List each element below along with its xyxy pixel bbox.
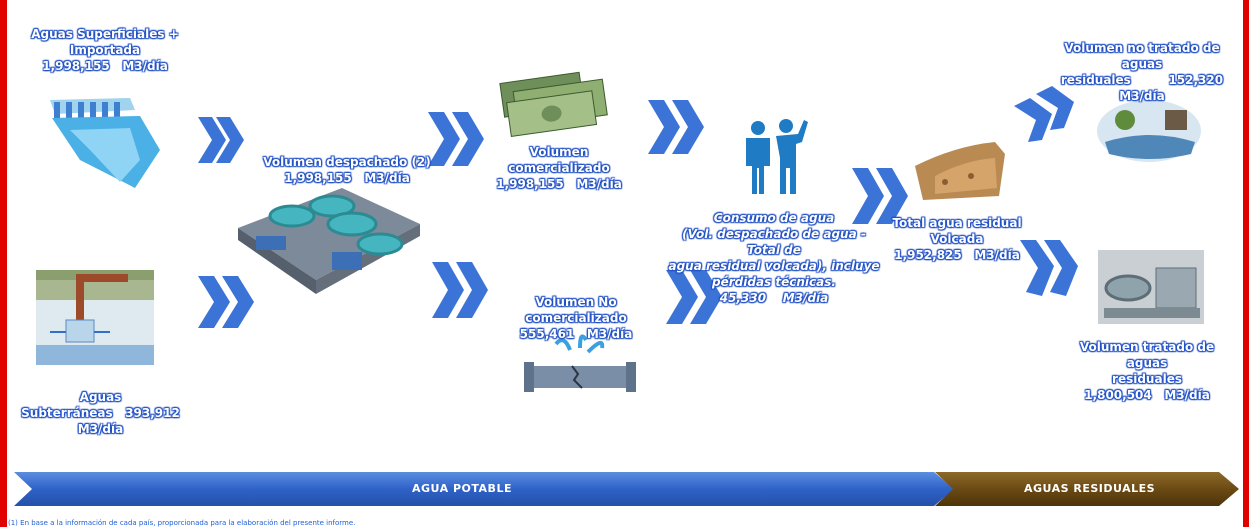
commercialized-value: 1,998,155 xyxy=(496,177,564,191)
broken-pipe-icon xyxy=(524,334,636,392)
dam-icon xyxy=(50,98,160,188)
chevron-arrow-icon xyxy=(666,270,722,324)
wastewater-band xyxy=(935,472,1239,506)
chevron-arrow-icon xyxy=(198,276,254,328)
total-wastewater-value: 1,952,825 xyxy=(894,248,962,262)
dispatched-title: Volumen despachado (2) xyxy=(263,155,431,169)
treated-value: 1,800,504 xyxy=(1084,388,1152,402)
untreated-volume-label: Volumen no tratado de aguas residuales 1… xyxy=(1044,40,1240,104)
untreated-line1: Volumen no tratado de aguas xyxy=(1064,41,1220,71)
commercialized-unit: M3/día xyxy=(576,177,622,191)
total-wastewater-unit: M3/día xyxy=(974,248,1020,262)
money-icon xyxy=(499,71,608,137)
treated-line1: Volumen tratado de aguas xyxy=(1079,340,1215,370)
dispatched-unit: M3/día xyxy=(364,171,410,185)
surface-water-line1: Aguas Superficiales + xyxy=(31,27,179,41)
water-plant-icon xyxy=(238,188,420,294)
chevron-arrow-icon xyxy=(198,117,244,163)
total-wastewater-line2: Volcada xyxy=(930,232,984,246)
total-wastewater-line1: Total agua residual xyxy=(892,216,1022,230)
wastewater-plant-icon xyxy=(1098,250,1204,324)
groundwater-unit: M3/día xyxy=(77,422,124,436)
chevron-arrow-icon xyxy=(1014,86,1074,142)
potable-band-label: AGUA POTABLE xyxy=(412,482,512,495)
water-consumption-label: Consumo de agua (Vol. despachado de agua… xyxy=(668,210,880,306)
groundwater-label: Aguas Subterráneas 393,912 M3/día xyxy=(8,389,193,437)
not-commercialized-unit: M3/día xyxy=(586,327,633,341)
potable-water-band xyxy=(14,472,954,506)
chevron-arrow-icon xyxy=(432,262,488,318)
groundwater-value: 393,912 xyxy=(125,406,180,420)
chevron-arrow-icon xyxy=(648,100,704,154)
consumption-value: 45,330 xyxy=(719,291,767,305)
untreated-unit: M3/día xyxy=(1119,89,1165,103)
chevron-arrow-icon xyxy=(428,112,484,166)
chevron-arrow-icon xyxy=(852,168,908,224)
well-icon xyxy=(36,270,154,365)
commercialized-volume-label: Volumen comercializado 1,998,155 M3/día xyxy=(484,144,634,192)
consumption-line1: (Vol. despachado de agua - Total de xyxy=(682,227,866,257)
dispatched-volume-label: Volumen despachado (2) 1,998,155 M3/día xyxy=(262,154,432,186)
untreated-line2: residuales xyxy=(1060,73,1131,87)
total-wastewater-label: Total agua residual Volcada 1,952,825 M3… xyxy=(892,215,1022,263)
residual-band-label: AGUAS RESIDUALES xyxy=(1024,482,1156,495)
treated-unit: M3/día xyxy=(1164,388,1210,402)
wastewater-sludge-icon xyxy=(915,142,1005,200)
untreated-value: 152,320 xyxy=(1168,73,1224,87)
not-commercialized-volume-label: Volumen No comercializado 555,461 M3/día xyxy=(490,294,662,342)
consumption-line2: agua residual volcada), incluye xyxy=(668,259,880,273)
surface-water-unit: M3/día xyxy=(122,59,168,73)
untreated-discharge-icon xyxy=(1097,100,1201,162)
footnote: (1) En base a la información de cada paí… xyxy=(8,519,356,527)
consumption-unit: M3/día xyxy=(782,291,829,305)
consumption-line3: pérdidas técnicas. xyxy=(712,275,836,289)
dispatched-value: 1,998,155 xyxy=(284,171,352,185)
groundwater-title: Aguas Subterráneas xyxy=(21,390,122,420)
commercialized-title: Volumen comercializado xyxy=(508,145,610,175)
surface-water-line2: Importada xyxy=(69,43,141,57)
not-commercialized-value: 555,461 xyxy=(519,327,575,341)
chevron-arrow-icon xyxy=(1020,240,1078,296)
surface-water-value: 1,998,155 xyxy=(42,59,110,73)
surface-water-label: Aguas Superficiales + Importada 1,998,15… xyxy=(30,26,180,74)
people-icon xyxy=(746,119,808,194)
consumption-title: Consumo de agua xyxy=(713,211,835,225)
not-commercialized-title: Volumen No comercializado xyxy=(525,295,627,325)
treated-line2: residuales xyxy=(1112,372,1182,386)
treated-volume-label: Volumen tratado de aguas residuales 1,80… xyxy=(1064,339,1230,403)
